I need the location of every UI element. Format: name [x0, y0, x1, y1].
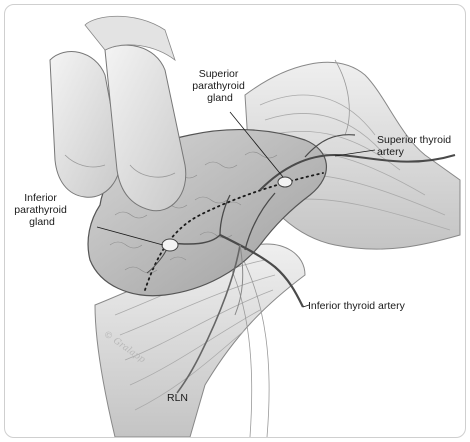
superior-parathyroid-line2: parathyroid — [192, 80, 245, 92]
superior-parathyroid-line1: Superior — [199, 68, 239, 80]
superior-parathyroid-line3: gland — [207, 92, 233, 104]
inferior-parathyroid-gland — [161, 238, 179, 252]
illustration-frame: Superior parathyroid gland Inferior para… — [4, 4, 466, 438]
inferior-parathyroid-label: Inferior parathyroid gland — [14, 192, 69, 228]
superior-thyroid-artery-label: Superior thyroid artery — [377, 134, 454, 158]
inferior-parathyroid-line2: parathyroid — [14, 204, 67, 216]
leader-lines — [96, 111, 376, 308]
superior-parathyroid-gland — [277, 176, 293, 188]
rln-label: RLN — [167, 392, 188, 404]
retracting-fingers — [49, 15, 187, 212]
recurrent-laryngeal-nerve — [176, 244, 241, 394]
superior-thyroid-artery-line1: Superior thyroid — [377, 134, 451, 146]
inferior-parathyroid-line3: gland — [29, 216, 55, 228]
superior-thyroid-artery-line2: artery — [377, 146, 405, 158]
anatomy-illustration: Superior parathyroid gland Inferior para… — [14, 15, 461, 437]
inferior-thyroid-artery-label: Inferior thyroid artery — [308, 300, 406, 312]
superior-thyroid-artery-vessel — [259, 134, 456, 191]
inferior-parathyroid-line1: Inferior — [24, 192, 57, 204]
superior-parathyroid-label: Superior parathyroid gland — [192, 68, 247, 104]
